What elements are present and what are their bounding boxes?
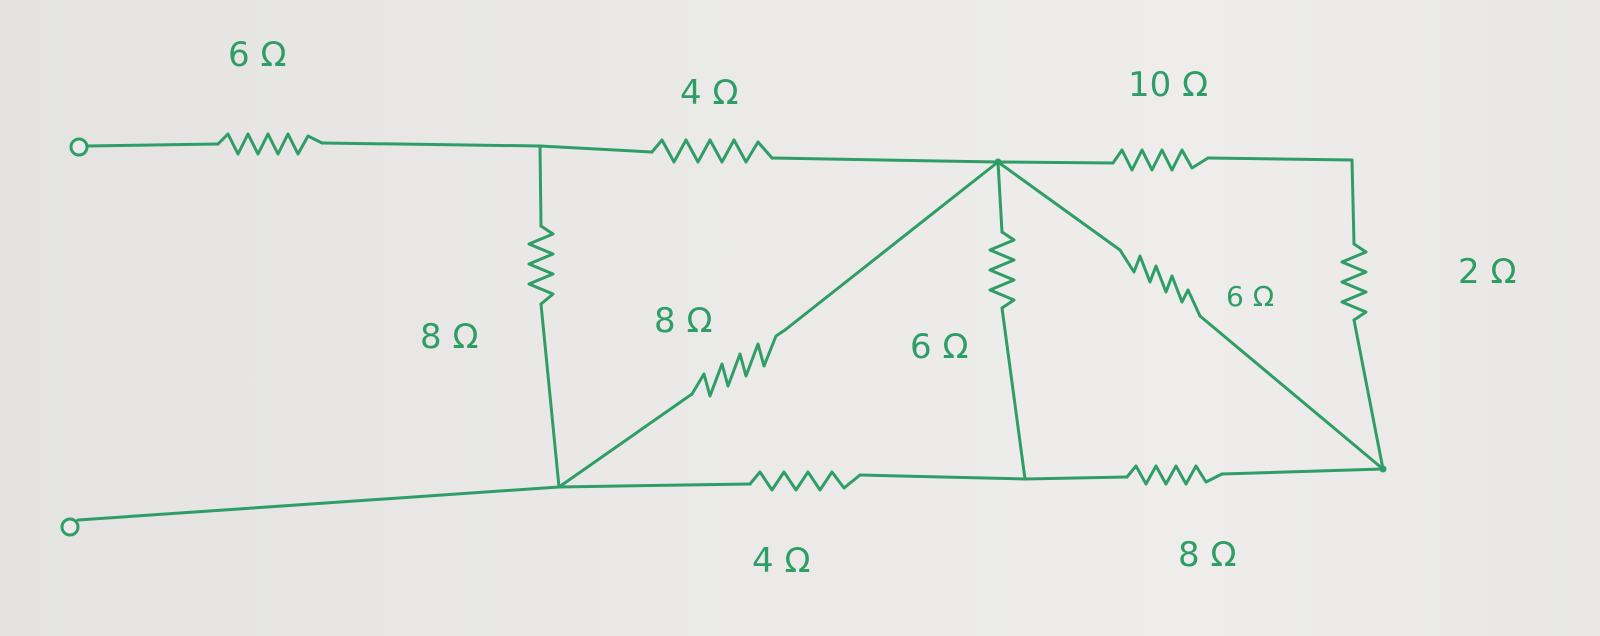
wire-mid-vert-top [996, 160, 1004, 234]
resistor-r-diag-left [690, 328, 787, 398]
resistor-r-vert-left [527, 224, 555, 306]
wire-diag-left-lower [557, 392, 694, 489]
wire-diag-right-upper [996, 160, 1122, 252]
wire-terminal-to-r1 [85, 142, 220, 148]
wire-diag-right-lower [1198, 314, 1385, 471]
resistor-r-vert-right [1340, 242, 1368, 322]
resistor-r-top-right [1111, 148, 1210, 172]
wire-left-vert-bottom [539, 302, 561, 489]
label-r-top-mid: 4 Ω [680, 73, 738, 113]
wire-mid-vert-bottom [1000, 306, 1027, 481]
wire-r3-to-corner [1206, 156, 1354, 162]
resistor-r-top-mid [650, 138, 774, 164]
label-r-top-right: 10 Ω [1128, 65, 1208, 105]
junction-top-node [994, 158, 1002, 166]
input-terminal-top [69, 137, 89, 157]
label-r-diag-left: 8 Ω [654, 301, 712, 341]
label-r-vert-mid: 6 Ω [910, 327, 968, 367]
wire-bottom-right [1220, 467, 1385, 476]
resistor-r-top-left [216, 132, 324, 156]
junction-bottom-right [1379, 465, 1387, 473]
label-r-vert-right: 2 Ω [1458, 252, 1516, 292]
label-r-vert-left: 8 Ω [420, 317, 478, 357]
label-r-bottom-right: 8 Ω [1178, 535, 1236, 575]
wire-bottom-left [557, 482, 752, 489]
label-r-bottom-mid: 4 Ω [752, 541, 810, 581]
label-r-top-left: 6 Ω [228, 35, 286, 75]
input-terminal-bottom [60, 517, 80, 537]
wire-r2-to-r3 [770, 156, 1115, 165]
resistor-r-vert-mid [988, 230, 1016, 310]
wire-bottom-mid [858, 473, 1129, 481]
resistor-r-bottom-right [1125, 464, 1224, 486]
wire-r1-to-r2 [320, 141, 654, 154]
wire-left-vert-top [538, 144, 543, 228]
resistor-r-bottom-mid [748, 470, 862, 492]
wire-diag-left-upper [783, 160, 1000, 332]
label-r-diag-right: 6 Ω [1226, 280, 1274, 313]
wire-right-vert-bottom [1352, 318, 1385, 471]
resistor-r-diag-right [1118, 248, 1202, 318]
wire-right-vert-top [1350, 158, 1356, 246]
wire-terminal-bottom [76, 485, 561, 522]
